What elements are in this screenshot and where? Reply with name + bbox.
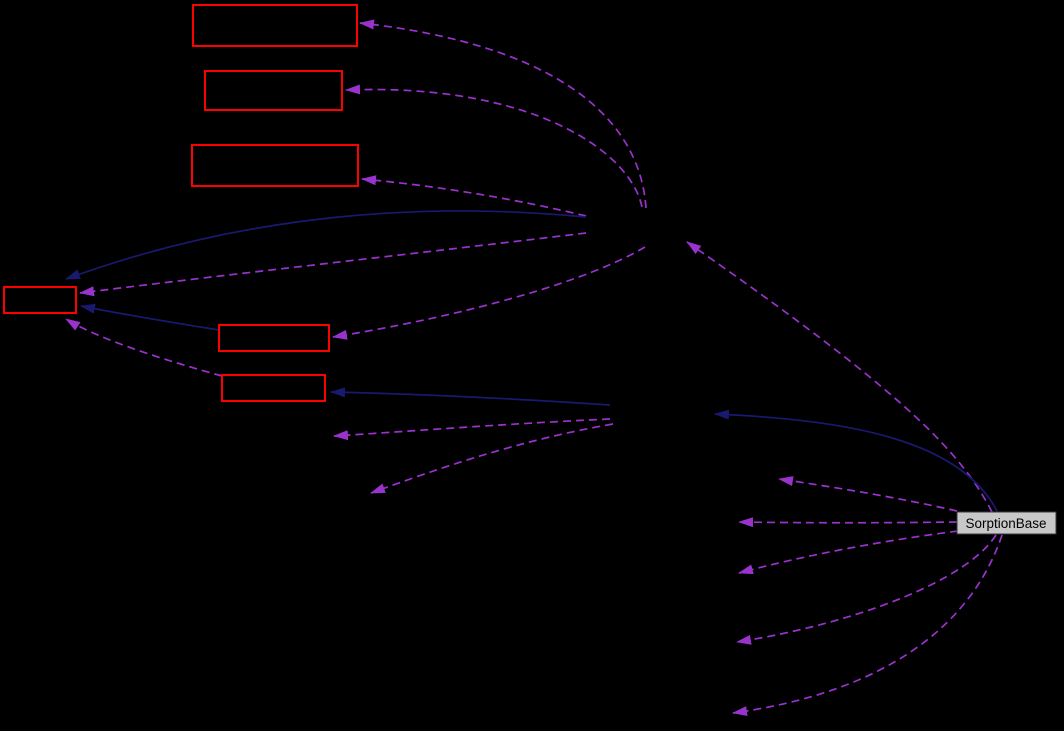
edge-sorptionbase-to-hidden-4 [736,534,997,645]
node-box-a[interactable] [192,4,358,47]
edge-sorptionbase-to-hidden-2 [738,517,958,528]
edge-sorptionbase-to-hidden-3 [738,530,959,575]
edge-sorptionbase-to-hidden-1 [778,476,958,512]
node-box-b[interactable] [204,70,343,111]
solid-edges [65,210,998,512]
edge-hub2-to-hidden-a [333,418,611,441]
node-left-box[interactable] [3,286,77,314]
edge-hub2-to-hidden-b [370,423,614,494]
node-box-c[interactable] [191,144,359,187]
edge-hub1-to-left-box-solid [65,210,587,280]
edge-hub1-to-mid-box-a [332,246,646,340]
edge-mid-box-a-to-left-box [80,303,220,331]
edge-hub1-to-box-c [361,175,587,217]
red-nodes [3,4,359,402]
edge-hub2-to-mid-box-b [330,387,611,406]
edge-sorptionbase-to-hidden-5 [732,534,1003,717]
sorption-base-label: SorptionBase [965,516,1046,531]
node-mid-box-a[interactable] [218,324,330,352]
edge-mid-box-b-to-left-box [65,318,223,377]
node-sorption-base[interactable] [956,511,1057,535]
edge-sorptionbase-to-hub1 [686,241,993,513]
sorption-base-node-group: SorptionBase [956,511,1057,535]
dashed-edges [65,19,1003,717]
edge-sorptionbase-to-hub2 [714,409,998,512]
edge-hub1-to-box-b [345,84,643,208]
edge-hub1-to-left-box [79,232,587,297]
node-mid-box-b[interactable] [221,374,326,402]
